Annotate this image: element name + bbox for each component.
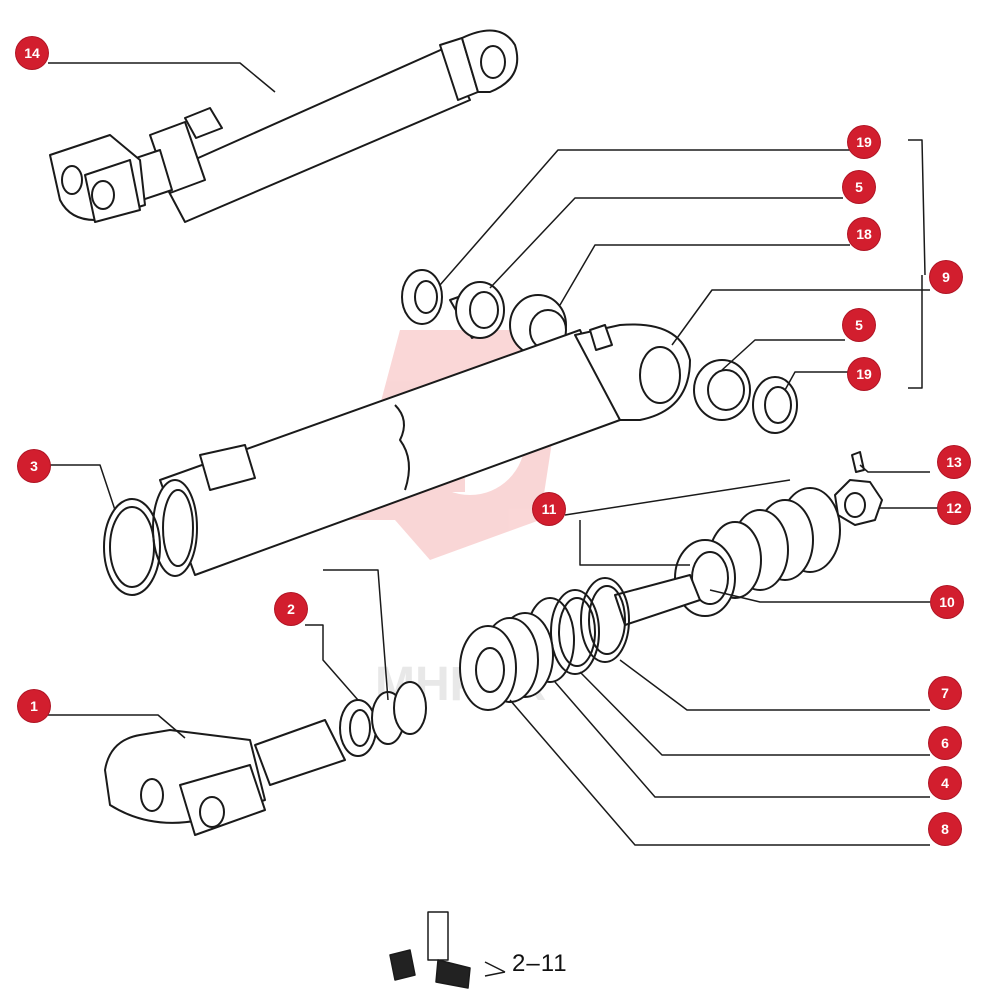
- callout-10[interactable]: 10: [931, 586, 963, 618]
- o-ring-3: [103, 498, 161, 596]
- assembled-cylinder-14: [49, 29, 519, 223]
- callout-7[interactable]: 7: [929, 677, 961, 709]
- ring-6: [550, 589, 600, 675]
- cylinder-barrel-9: [152, 323, 691, 577]
- grub-screw-13: [851, 451, 865, 473]
- callout-3[interactable]: 3: [18, 450, 50, 482]
- callout-18[interactable]: 18: [848, 218, 880, 250]
- callout-5-upper[interactable]: 5: [843, 171, 875, 203]
- callout-9[interactable]: 9: [930, 261, 962, 293]
- callout-14[interactable]: 14: [16, 37, 48, 69]
- seal-19-lower: [752, 376, 798, 434]
- piston-rod-shaft: [614, 574, 701, 626]
- callout-12[interactable]: 12: [938, 492, 970, 524]
- page-caption: 2–11: [512, 950, 568, 977]
- callout-19-lower[interactable]: 19: [848, 358, 880, 390]
- parts-kit-icon: [389, 911, 506, 989]
- bushing-5-lower: [693, 359, 751, 421]
- callout-8[interactable]: 8: [929, 813, 961, 845]
- callout-13[interactable]: 13: [938, 446, 970, 478]
- seal-kit-2: [339, 681, 427, 757]
- callout-4[interactable]: 4: [929, 767, 961, 799]
- callout-5-lower[interactable]: 5: [843, 309, 875, 341]
- callout-2[interactable]: 2: [275, 593, 307, 625]
- nut-12: [834, 479, 883, 526]
- callout-6[interactable]: 6: [929, 727, 961, 759]
- seal-19-upper: [401, 269, 443, 325]
- gland-8: [459, 612, 554, 711]
- callout-19-upper[interactable]: 19: [848, 126, 880, 158]
- piston-rod-1: [104, 719, 346, 836]
- callout-11[interactable]: 11: [533, 493, 565, 525]
- leader-lines: [48, 62, 938, 846]
- callout-1[interactable]: 1: [18, 690, 50, 722]
- ring-7: [580, 577, 630, 663]
- piston-11: [708, 487, 841, 599]
- bushing-5-upper: [449, 281, 505, 339]
